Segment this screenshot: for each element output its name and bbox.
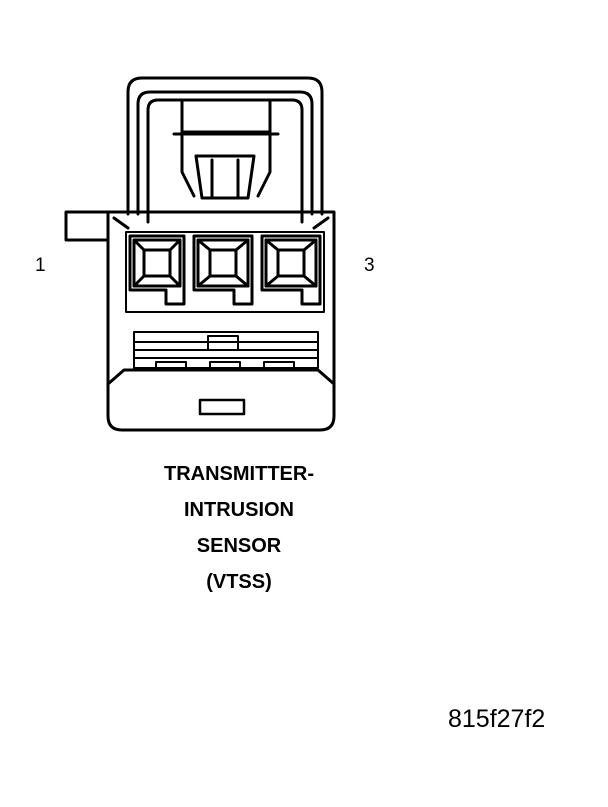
caption-line: (VTSS) [206, 571, 272, 593]
caption-line: TRANSMITTER- [164, 463, 314, 485]
caption-line: SENSOR [196, 535, 282, 557]
terminal-cavity [128, 234, 186, 306]
figure-id: 815f27f2 [448, 705, 546, 733]
terminal-cavity [192, 234, 254, 306]
pin-3-label: 3 [364, 255, 375, 276]
connector-latch [126, 76, 324, 224]
tpa-ribs [133, 331, 319, 369]
component-caption: TRANSMITTER- INTRUSION SENSOR (VTSS) [138, 456, 340, 600]
alignment-key [64, 210, 110, 242]
connector-shroud [106, 368, 336, 416]
pin-1-label: 1 [35, 255, 46, 276]
lock-slot [198, 398, 246, 416]
terminal-cavity [260, 234, 322, 306]
caption-line: INTRUSION [184, 499, 294, 521]
connector-body [106, 210, 336, 432]
